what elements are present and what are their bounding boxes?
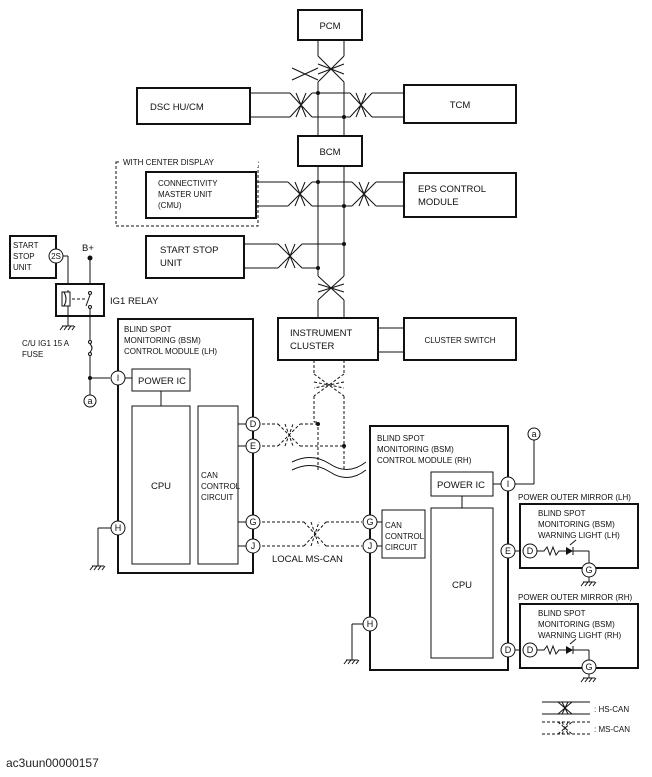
rh-can-2: CONTROL: [385, 532, 425, 541]
fuse-label-1: C/U IG1 15 A: [22, 339, 70, 348]
bsm-lh-label-2: MONITORING (BSM): [124, 336, 201, 345]
pcm-box: [297, 9, 363, 41]
cmu-label-3: (CMU): [158, 201, 182, 210]
mirror-rh: POWER OUTER MIRROR (RH) BLIND SPOT MONIT…: [518, 593, 639, 683]
mirror-lh-pin-d-label: D: [527, 546, 534, 556]
lh-pin-j-label: J: [251, 541, 256, 551]
bsm-rh-label-1: BLIND SPOT: [377, 434, 425, 443]
rh-pin-h-label: H: [367, 619, 374, 629]
warn-rh-2: MONITORING (BSM): [538, 620, 615, 629]
fuse-label-2: FUSE: [22, 350, 43, 359]
bsm-rh-label-2: MONITORING (BSM): [377, 445, 454, 454]
warn-rh-3: WARNING LIGHT (RH): [538, 631, 621, 640]
ssu-small-3: UNIT: [13, 263, 32, 272]
rh-pin-d-label: D: [505, 645, 512, 655]
junction-a-left-label: a: [87, 396, 92, 406]
lh-can-3: CIRCUIT: [201, 493, 234, 502]
legend-ms: : MS-CAN: [594, 725, 630, 734]
bsm-lh-module: BLIND SPOT MONITORING (BSM) CONTROL MODU…: [89, 318, 261, 574]
instrument-cluster-label-2: CLUSTER: [290, 341, 334, 352]
mirror-lh-title: POWER OUTER MIRROR (LH): [518, 493, 631, 502]
ssu-small-2: STOP: [13, 252, 35, 261]
legend-hs: : HS-CAN: [594, 705, 629, 714]
cmu-label-1: CONNECTIVITY: [158, 179, 218, 188]
lh-power-ic-label: POWER IC: [138, 376, 186, 387]
eps-box: [403, 172, 517, 218]
lh-pin-i-label: I: [117, 373, 120, 383]
warn-lh-1: BLIND SPOT: [538, 509, 586, 518]
eps-label-1: EPS CONTROL: [418, 184, 486, 195]
cluster-switch-label: CLUSTER SWITCH: [424, 336, 495, 345]
lh-pin-g-label: G: [249, 517, 256, 527]
bcm-box: [297, 135, 363, 167]
mirror-rh-title: POWER OUTER MIRROR (RH): [518, 593, 633, 602]
cmu-box: [145, 171, 257, 219]
b-plus-label: B+: [82, 243, 94, 254]
mirror-rh-pin-d-label: D: [527, 645, 534, 655]
start-stop-box: [145, 235, 245, 279]
tcm-label: TCM: [450, 100, 471, 111]
rh-power-ic-label: POWER IC: [437, 480, 485, 491]
pin-2s-label: 2S: [51, 252, 61, 261]
power-supply: START STOP UNIT 2S B+ IG1 RELAY C/U IG1 …: [9, 235, 159, 408]
instrument-cluster-label-1: INSTRUMENT: [290, 328, 352, 339]
relay-label: IG1 RELAY: [110, 296, 159, 307]
lh-cpu-label: CPU: [151, 481, 171, 492]
image-id-caption: ac3uun00000157: [6, 756, 99, 770]
lh-can-1: CAN: [201, 471, 218, 480]
cmu-label-2: MASTER UNIT: [158, 190, 212, 199]
rh-cpu: [430, 507, 494, 659]
lh-pin-e-label: E: [250, 441, 256, 451]
lh-can-2: CONTROL: [201, 482, 241, 491]
center-display-label: WITH CENTER DISPLAY: [123, 158, 215, 167]
warn-rh-1: BLIND SPOT: [538, 609, 586, 618]
junction-a-right: [527, 427, 541, 441]
warn-lh-2: MONITORING (BSM): [538, 520, 615, 529]
rh-pin-j-label: J: [368, 541, 373, 551]
rh-can-3: CIRCUIT: [385, 543, 418, 552]
legend: : HS-CAN : MS-CAN: [542, 701, 630, 735]
lh-pin-d: [245, 416, 261, 432]
mirror-lh: POWER OUTER MIRROR (LH) BLIND SPOT MONIT…: [518, 493, 639, 587]
warn-lh-3: WARNING LIGHT (LH): [538, 531, 620, 540]
tcm-box: [403, 84, 517, 124]
bsm-lh-label-1: BLIND SPOT: [124, 325, 172, 334]
pcm-label: PCM: [319, 21, 340, 32]
lh-cpu: [131, 405, 191, 565]
lh-pin-g: [245, 514, 261, 530]
start-stop-label-1: START STOP: [160, 245, 218, 256]
frame-label-bg: [120, 157, 258, 167]
lh-pin-h-label: H: [115, 523, 122, 533]
junction-a-left: [83, 394, 97, 408]
rh-can-circuit: [381, 509, 426, 559]
mirror-rh-pin-g-label: G: [585, 662, 592, 672]
bsm-rh-module: BLIND SPOT MONITORING (BSM) CONTROL MODU…: [343, 425, 541, 671]
hs-can-bus: [244, 40, 404, 353]
junction-a-right-label: a: [531, 429, 536, 439]
lh-pin-e: [245, 438, 261, 454]
bsm-rh-label-3: CONTROL MODULE (RH): [377, 456, 472, 465]
dsc-label: DSC HU/CM: [150, 102, 204, 113]
mirror-lh-pin-g-label: G: [585, 565, 592, 575]
rh-pin-e-label: E: [505, 546, 511, 556]
start-stop-label-2: UNIT: [160, 258, 182, 269]
rh-can-1: CAN: [385, 521, 402, 530]
lh-pin-j: [245, 538, 261, 554]
dsc-box: [136, 87, 251, 125]
rh-cpu-label: CPU: [452, 580, 472, 591]
ssu-small-1: START: [13, 241, 39, 250]
rh-pin-g-label: G: [366, 517, 373, 527]
cluster-switch-box: [403, 317, 517, 361]
start-stop-unit-small-box: [9, 235, 57, 279]
instrument-cluster-box: [277, 317, 379, 361]
local-ms-can-label: LOCAL MS-CAN: [272, 554, 343, 565]
lh-can-circuit: [197, 405, 239, 565]
bsm-lh-label-3: CONTROL MODULE (LH): [124, 347, 217, 356]
ms-can-bus: [262, 360, 367, 547]
lh-pin-d-label: D: [250, 419, 257, 429]
eps-label-2: MODULE: [418, 197, 459, 208]
rh-pin-i-label: I: [507, 479, 510, 489]
bcm-label: BCM: [319, 147, 340, 158]
